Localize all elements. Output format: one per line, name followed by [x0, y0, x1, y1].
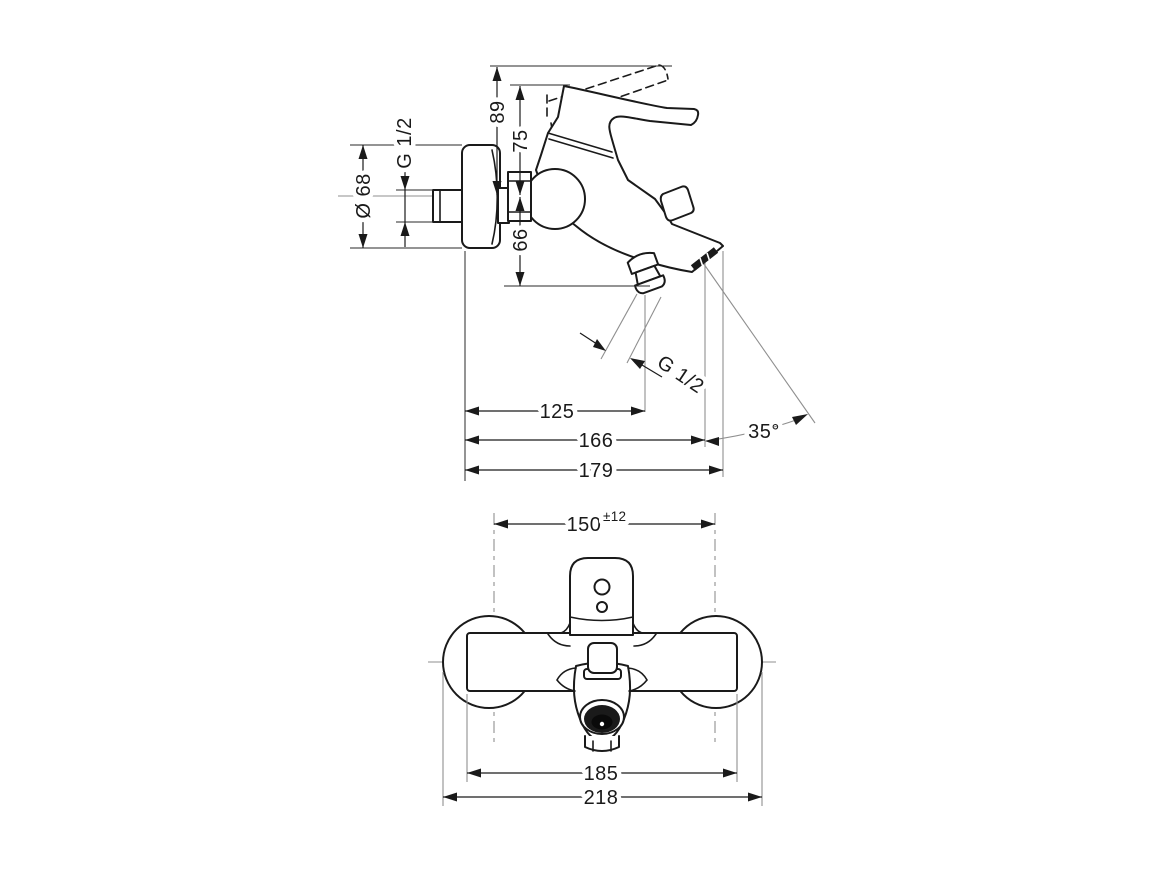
side-view-drawing: 89 75 66 Ø 68 — [338, 64, 816, 487]
dim-179-label: 179 — [579, 460, 614, 482]
dome-dot-large — [593, 578, 611, 596]
mixer-front-view — [442, 557, 763, 752]
dim-75-label: 75 — [510, 129, 532, 152]
dim-125-label: 125 — [540, 401, 575, 423]
dim-166-label: 166 — [579, 430, 614, 452]
front-view-dimensions: 150 ±12 185 218 — [442, 505, 763, 814]
dim-75: 75 — [506, 86, 537, 195]
dim-150-tolerance-label: ±12 — [603, 509, 626, 524]
dim-185-label: 185 — [584, 763, 619, 785]
dim-escutcheon-label: Ø 68 — [353, 173, 375, 218]
handle-dome-front — [569, 557, 634, 636]
dim-escutcheon-diameter: Ø 68 — [349, 145, 380, 248]
diverter-knob-front — [587, 642, 618, 674]
side-view-extension-lines — [338, 195, 816, 477]
dim-outlet-thread-label: G 1/2 — [653, 351, 708, 398]
dim-150-label: 150 — [567, 514, 602, 536]
dim-angle-label: 35° — [748, 421, 780, 443]
hand-shower-outlet — [626, 251, 666, 295]
dome-dot-small — [596, 601, 608, 613]
dim-89: 89 — [483, 67, 514, 195]
dim-outlet-thread: G 1/2 — [579, 332, 712, 403]
dim-66-label: 66 — [510, 228, 532, 251]
connection-ball — [524, 168, 586, 230]
spout-angle-line — [698, 256, 816, 424]
dim-218: 218 — [443, 783, 762, 814]
dim-89-label: 89 — [487, 100, 509, 123]
dim-166: 166 — [465, 426, 705, 457]
dim-66: 66 — [506, 197, 537, 286]
front-view-drawing: 150 ±12 185 218 — [428, 505, 780, 814]
dim-125: 125 — [465, 397, 645, 428]
mixer-side-view — [432, 64, 724, 295]
dim-185: 185 — [467, 759, 737, 790]
dim-150: 150 ±12 — [494, 505, 715, 541]
dim-wall-thread: G 1/2 — [390, 113, 421, 247]
spout-aerator-band — [690, 247, 719, 271]
dim-218-label: 218 — [584, 787, 619, 809]
wall-nipple — [432, 189, 463, 223]
dim-angle-35: 35° — [705, 414, 808, 448]
diverter-knob-side — [659, 185, 695, 222]
dome-seam — [547, 132, 613, 153]
dim-wall-thread-label: G 1/2 — [394, 117, 416, 168]
aerator-nut — [584, 735, 620, 752]
dim-179: 179 — [465, 456, 723, 487]
